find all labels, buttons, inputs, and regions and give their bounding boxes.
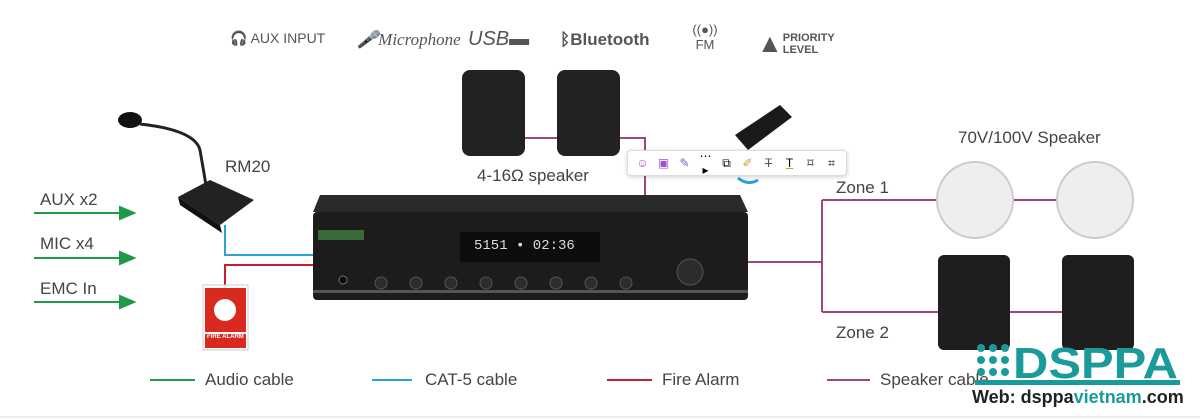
strikethrough-icon[interactable]: T bbox=[764, 156, 773, 170]
website-url[interactable]: Web: dsppavietnam.com bbox=[972, 387, 1184, 407]
emc-arrow-icon bbox=[119, 294, 137, 310]
bluetooth-icon: ᛒ bbox=[560, 30, 571, 49]
copilot-icon[interactable]: ☺ bbox=[636, 156, 649, 170]
rm20-label: RM20 bbox=[225, 157, 271, 176]
amp-display: 5151 • 02:36 bbox=[474, 238, 575, 254]
mic-arrow-icon bbox=[119, 250, 137, 266]
input-mic-label: MIC x4 bbox=[40, 234, 94, 253]
legend-audio-cable: Audio cable bbox=[205, 370, 294, 389]
microphone-icon: 🎤 bbox=[357, 30, 379, 49]
copy-icon[interactable]: ⧉ bbox=[722, 155, 731, 170]
feature-usb: USB▬ bbox=[468, 28, 530, 50]
dsppa-logo: DSPPA bbox=[975, 339, 1180, 393]
legend-cat5-cable: CAT-5 cable bbox=[425, 370, 518, 389]
rm20-paging-mic bbox=[118, 112, 254, 233]
feature-bluetooth: ᛒBluetooth bbox=[560, 30, 650, 49]
legend-fire-alarm: Fire Alarm bbox=[662, 370, 740, 389]
svg-text:DSPPA: DSPPA bbox=[1013, 340, 1178, 388]
amplifier bbox=[313, 195, 748, 300]
fm-radio-icon: ((●)) bbox=[692, 22, 718, 37]
reader-icon[interactable]: ▣ bbox=[657, 156, 670, 170]
fire-alarm-cable bbox=[224, 264, 315, 285]
zone1-label: Zone 1 bbox=[836, 178, 889, 197]
feature-microphone: 🎤Microphone bbox=[357, 30, 461, 49]
feature-fm: ((●))FM bbox=[680, 22, 730, 52]
line-speaker-label: 70V/100V Speaker bbox=[958, 128, 1101, 147]
ceiling-speakers bbox=[936, 161, 1134, 239]
highlight-icon[interactable]: ✐ bbox=[742, 156, 753, 170]
priority-pyramid-icon: ▲ bbox=[757, 28, 783, 58]
legend-speaker-cable: Speaker cable bbox=[880, 370, 989, 389]
fire-alarm-text: FIRE ALARM bbox=[207, 334, 244, 340]
usb-icon: ▬ bbox=[509, 28, 530, 50]
selection-toolbar: ☺ ▣ ✎ ⋯▸ ⧉ ✐ T T ⌑ ⌗ bbox=[627, 149, 847, 177]
low-impedance-speakers bbox=[462, 70, 620, 156]
more-icon[interactable]: ⋯▸ bbox=[699, 149, 712, 177]
aux-arrow-icon bbox=[119, 205, 137, 221]
zone2-label: Zone 2 bbox=[836, 323, 889, 342]
feature-priority: ▲PRIORITY LEVEL bbox=[757, 28, 835, 58]
remote-control bbox=[735, 105, 792, 185]
underline-icon[interactable]: T bbox=[785, 156, 794, 170]
cat5-cable bbox=[224, 225, 315, 256]
speaker-cable-zones bbox=[745, 199, 1062, 313]
speaker-cable-top bbox=[525, 137, 646, 200]
aux-jack-icon: 🎧 bbox=[230, 30, 248, 46]
select-text-icon[interactable]: ⌗ bbox=[828, 155, 835, 170]
bookmark-icon[interactable]: ⌑ bbox=[807, 156, 814, 170]
input-aux-label: AUX x2 bbox=[40, 190, 98, 209]
line-box-speakers bbox=[938, 255, 1134, 350]
fire-alarm-device bbox=[202, 284, 249, 351]
draw-icon[interactable]: ✎ bbox=[679, 156, 690, 170]
feature-aux-input: 🎧 AUX INPUT bbox=[230, 30, 326, 46]
low-impedance-speaker-label: 4-16Ω speaker bbox=[477, 166, 589, 185]
input-emc-label: EMC In bbox=[40, 279, 97, 298]
